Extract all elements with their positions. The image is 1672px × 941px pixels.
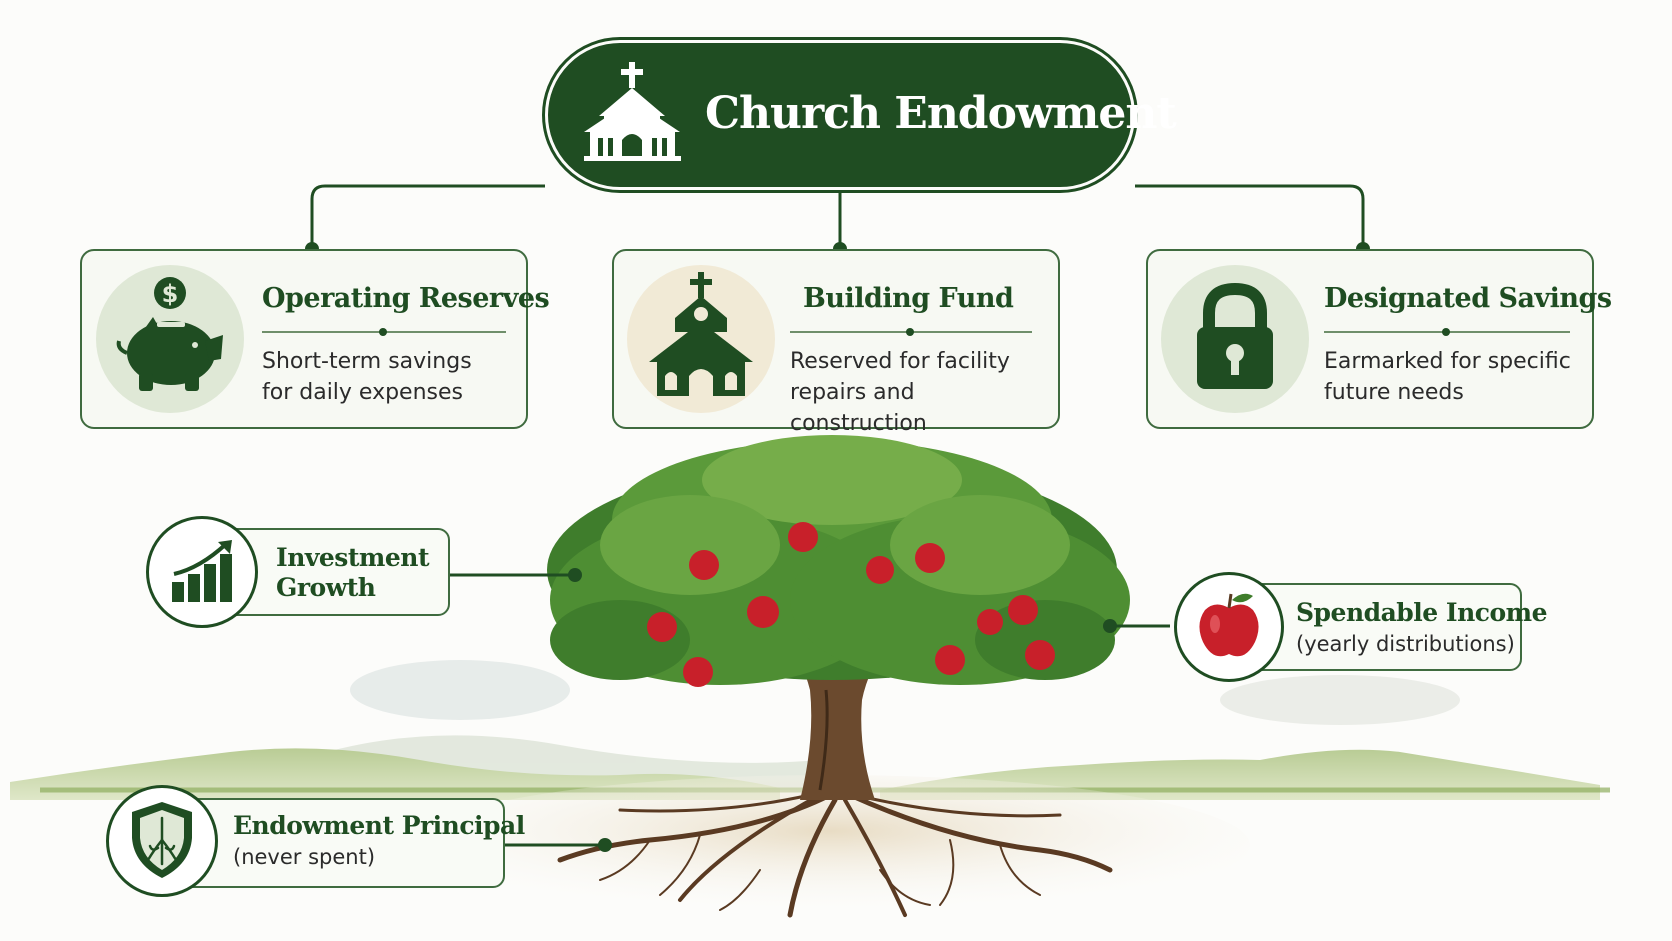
endowment-principal-title: Endowment Principal bbox=[233, 811, 525, 840]
designated-savings-desc-line-2: future needs bbox=[1324, 380, 1464, 405]
building-fund-desc-line-2: repairs and construction bbox=[790, 380, 927, 436]
operating-reserves-title: Operating Reserves bbox=[262, 283, 550, 314]
building-fund-desc-line-1: Reserved for facility bbox=[790, 349, 1010, 374]
piggy-bank-icon: $ bbox=[116, 277, 223, 391]
building-fund-description: Reserved for facility repairs and constr… bbox=[790, 346, 1040, 439]
investment-growth-icon-circle bbox=[146, 516, 258, 628]
designated-savings-title: Designated Savings bbox=[1324, 283, 1612, 314]
investment-growth-line-1: Investment bbox=[276, 543, 430, 572]
apples bbox=[647, 522, 1055, 687]
building-fund-title: Building Fund bbox=[803, 283, 1014, 314]
connector-lines bbox=[310, 184, 1365, 847]
apple-icon bbox=[1199, 593, 1259, 657]
spendable-income-title: Spendable Income bbox=[1296, 598, 1548, 627]
page-title: Church Endowment bbox=[705, 88, 1177, 139]
padlock-icon bbox=[1197, 283, 1273, 389]
endowment-principal-box bbox=[165, 798, 505, 888]
operating-reserves-desc-line-2: for daily expenses bbox=[262, 380, 463, 405]
investment-growth-title: Investment Growth bbox=[276, 543, 430, 603]
spendable-income-box bbox=[1230, 583, 1522, 671]
svg-text:$: $ bbox=[162, 280, 179, 308]
designated-savings-desc-line-1: Earmarked for specific bbox=[1324, 349, 1571, 374]
church-icon bbox=[649, 272, 753, 396]
divider-dot bbox=[906, 328, 914, 336]
shield-roots-icon bbox=[132, 802, 192, 878]
growth-chart-icon bbox=[172, 540, 232, 602]
spendable-income-subtitle: (yearly distributions) bbox=[1296, 632, 1515, 656]
church-title-icon bbox=[584, 62, 681, 161]
endowment-principal-subtitle: (never spent) bbox=[233, 845, 376, 869]
divider-dot bbox=[1442, 328, 1450, 336]
designated-savings-description: Earmarked for specific future needs bbox=[1324, 346, 1594, 408]
divider-dot bbox=[379, 328, 387, 336]
operating-reserves-description: Short-term savings for daily expenses bbox=[262, 346, 532, 408]
tree-roots bbox=[557, 792, 1113, 918]
operating-reserves-desc-line-1: Short-term savings bbox=[262, 349, 472, 374]
investment-growth-line-2: Growth bbox=[276, 573, 376, 602]
